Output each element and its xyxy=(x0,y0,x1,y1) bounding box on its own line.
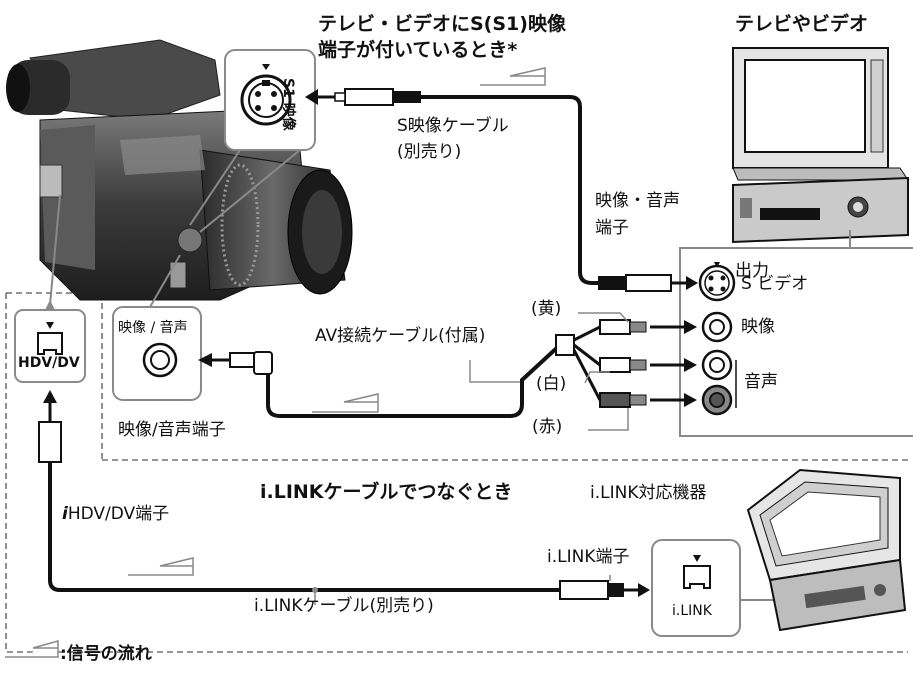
ilink-section-border xyxy=(5,292,908,653)
rca-plug-red xyxy=(599,392,647,408)
tv-vcr-illustration xyxy=(732,47,909,244)
signal-flow-arrow-ilink xyxy=(128,557,194,576)
plug-yellow-label: (黄) xyxy=(531,299,562,319)
hdv-dv-port-label: HDV/DV xyxy=(18,355,80,371)
video-input-icon xyxy=(701,311,733,343)
audio-input-label: 音声 xyxy=(744,372,778,392)
ilink-terminal-label: i.LINK端子 xyxy=(547,547,630,567)
rca-plug-white xyxy=(599,357,647,373)
ilink-port-icon xyxy=(37,332,63,355)
av-cable-label: AV接続ケーブル(付属) xyxy=(315,326,486,346)
top-note-line1: テレビ・ビデオにS(S1)映像 xyxy=(318,13,566,35)
legend-arrow xyxy=(5,640,59,658)
audio-left-input-icon xyxy=(701,349,733,381)
ilink-device-label: i.LINK対応機器 xyxy=(590,483,707,503)
s-video-cable xyxy=(420,95,600,285)
av-jack-label: 映像 / 音声 xyxy=(118,320,188,336)
output-label: 出力 xyxy=(735,261,769,281)
av-port-terminal-label: 映像/音声端子 xyxy=(118,420,226,440)
signal-flow-arrow-av xyxy=(312,393,379,413)
ilink-plug-device xyxy=(559,580,624,600)
ilink-device-port-box xyxy=(651,539,741,637)
s1-port-label: S1 映像 xyxy=(280,78,296,131)
plug-white-label: (白) xyxy=(536,374,567,394)
s-video-cable-line1: S映像ケーブル xyxy=(397,116,509,136)
ilink-plug-camera xyxy=(38,421,62,463)
hdv-dv-terminal-label: HDV/DV端子 xyxy=(67,504,170,524)
ilink-device-port-icon xyxy=(683,565,711,589)
av-terminal-line2: 端子 xyxy=(595,218,629,238)
legend-label: :信号の流れ xyxy=(60,644,152,664)
av-cable xyxy=(266,343,562,418)
ilink-logo-icon: i xyxy=(62,504,68,524)
ilink-cable-label: i.LINKケーブル(別売り) xyxy=(254,596,434,616)
top-note-line2: 端子が付いているとき* xyxy=(318,39,518,61)
signal-flow-arrow-s-video xyxy=(480,67,546,86)
s-video-plug-tv xyxy=(598,274,672,292)
s-video-plug-camera xyxy=(334,88,421,106)
rca-plug-yellow xyxy=(599,319,647,335)
hdv-dv-terminal-row: iHDV/DV端子 xyxy=(62,504,170,525)
ilink-device-port-label: i.LINK xyxy=(672,603,712,619)
av-terminal-line1: 映像・音声 xyxy=(595,191,680,211)
av-mini-plug xyxy=(229,351,273,375)
ilink-cable xyxy=(48,462,560,592)
ilink-device-illustration xyxy=(746,468,907,632)
video-input-label: 映像 xyxy=(741,317,775,337)
s-video-cable-line2: (別売り) xyxy=(397,142,462,162)
plug-red-label: (赤) xyxy=(532,417,563,437)
ilink-section-title: i.LINKケーブルでつなぐとき xyxy=(260,481,513,503)
camcorder-illustration xyxy=(6,39,353,301)
s-video-input-label: S ビデオ xyxy=(741,274,809,294)
tv-vcr-label: テレビやビデオ xyxy=(735,13,869,35)
